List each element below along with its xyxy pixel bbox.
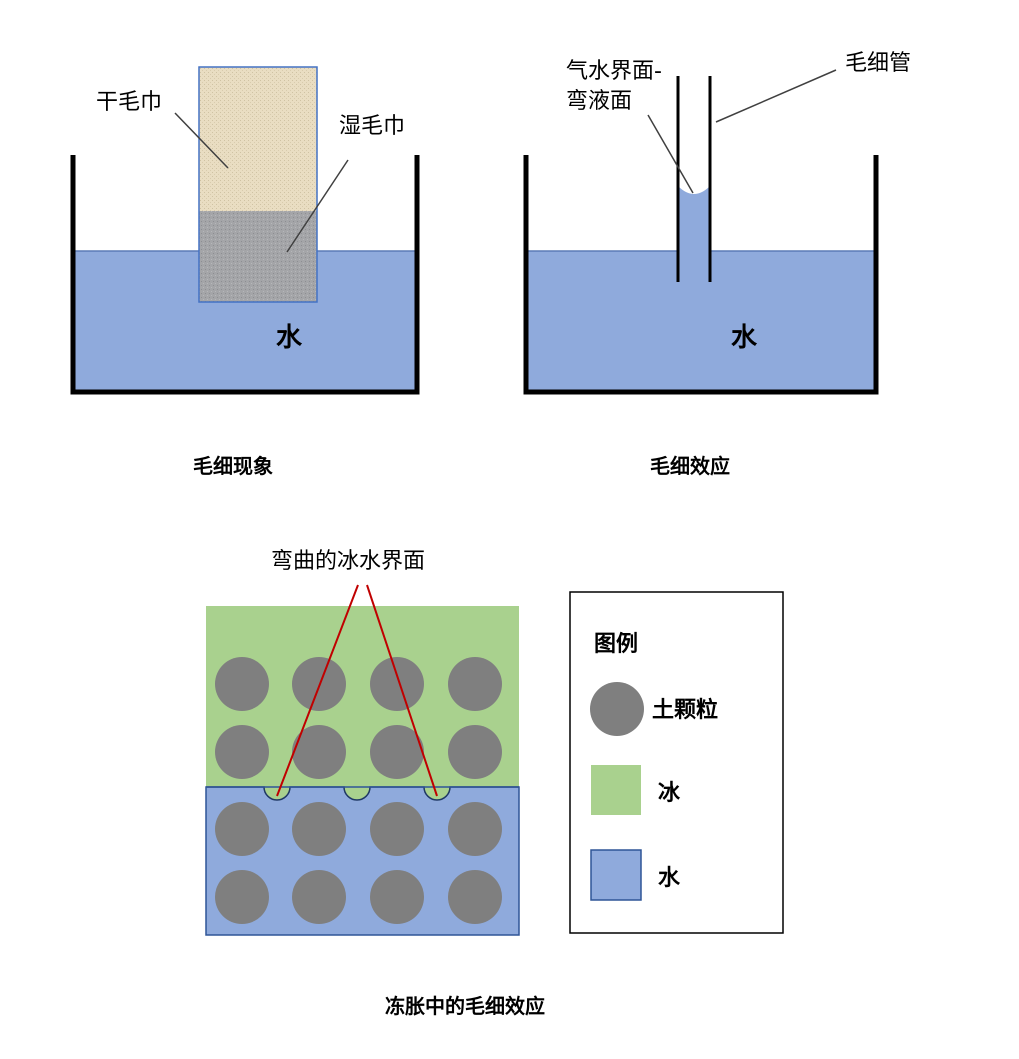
meniscus-pointer: [647, 114, 694, 194]
tube-water-column: [678, 186, 710, 252]
soil-particle: [215, 802, 269, 856]
right-water-label: 水: [731, 323, 758, 353]
soil-particle: [448, 802, 502, 856]
ice-water-interface: [206, 786, 519, 801]
soil-particle: [370, 802, 424, 856]
interface-pointer-left: [276, 584, 359, 797]
legend-soil-swatch: [590, 682, 644, 736]
legend-ice-label: 冰: [658, 781, 681, 806]
left-container-wall: [70, 155, 420, 395]
left-caption: 毛细现象: [193, 454, 273, 478]
soil-particle: [292, 870, 346, 924]
dry-towel-pointer: [174, 112, 229, 169]
meniscus-label-line2: 弯液面: [566, 89, 632, 114]
right-water: [526, 251, 876, 390]
legend: 图例 土颗粒 冰 水: [569, 591, 784, 934]
capillary-effect-panel: 气水界面- 弯液面 毛细管 水 毛细效应: [523, 51, 911, 478]
dry-towel: [199, 67, 317, 211]
legend-soil-label: 土颗粒: [652, 697, 718, 723]
left-water-label: 水: [276, 323, 303, 353]
bottom-caption: 冻胀中的毛细效应: [385, 994, 545, 1018]
soil-particle: [370, 725, 424, 779]
wet-towel-label: 湿毛巾: [339, 114, 405, 139]
soil-particle: [448, 870, 502, 924]
interface-pointer-right: [366, 584, 438, 797]
soil-particle: [215, 870, 269, 924]
legend-water-label: 水: [658, 866, 681, 891]
interface-label: 弯曲的冰水界面: [271, 549, 425, 574]
legend-water-swatch: [590, 849, 642, 901]
soil-particle: [370, 657, 424, 711]
legend-ice-swatch: [591, 765, 641, 815]
towel-outline: [198, 66, 318, 303]
dry-towel-label: 干毛巾: [96, 90, 162, 115]
right-caption: 毛细效应: [650, 454, 730, 478]
soil-particles: [215, 657, 502, 924]
soil-particle: [448, 725, 502, 779]
tube-pointer: [715, 69, 837, 123]
meniscus-label-line1: 气水界面-: [566, 59, 662, 84]
capillary-phenomenon-panel: 干毛巾 湿毛巾 水 毛细现象: [70, 66, 420, 478]
soil-particle: [215, 725, 269, 779]
soil-particle: [292, 725, 346, 779]
wet-towel-pointer: [286, 159, 349, 253]
soil-particle: [215, 657, 269, 711]
right-container-wall: [523, 155, 879, 395]
tube-label: 毛细管: [845, 51, 911, 76]
soil-particle: [448, 657, 502, 711]
wet-towel: [199, 211, 317, 302]
legend-title: 图例: [594, 632, 638, 657]
soil-particle: [292, 802, 346, 856]
water-region-outline: [205, 786, 520, 936]
soil-particle: [370, 870, 424, 924]
frost-heave-panel: 弯曲的冰水界面 图例 土颗粒 冰 水 冻胀中的毛细效应: [205, 549, 784, 1018]
